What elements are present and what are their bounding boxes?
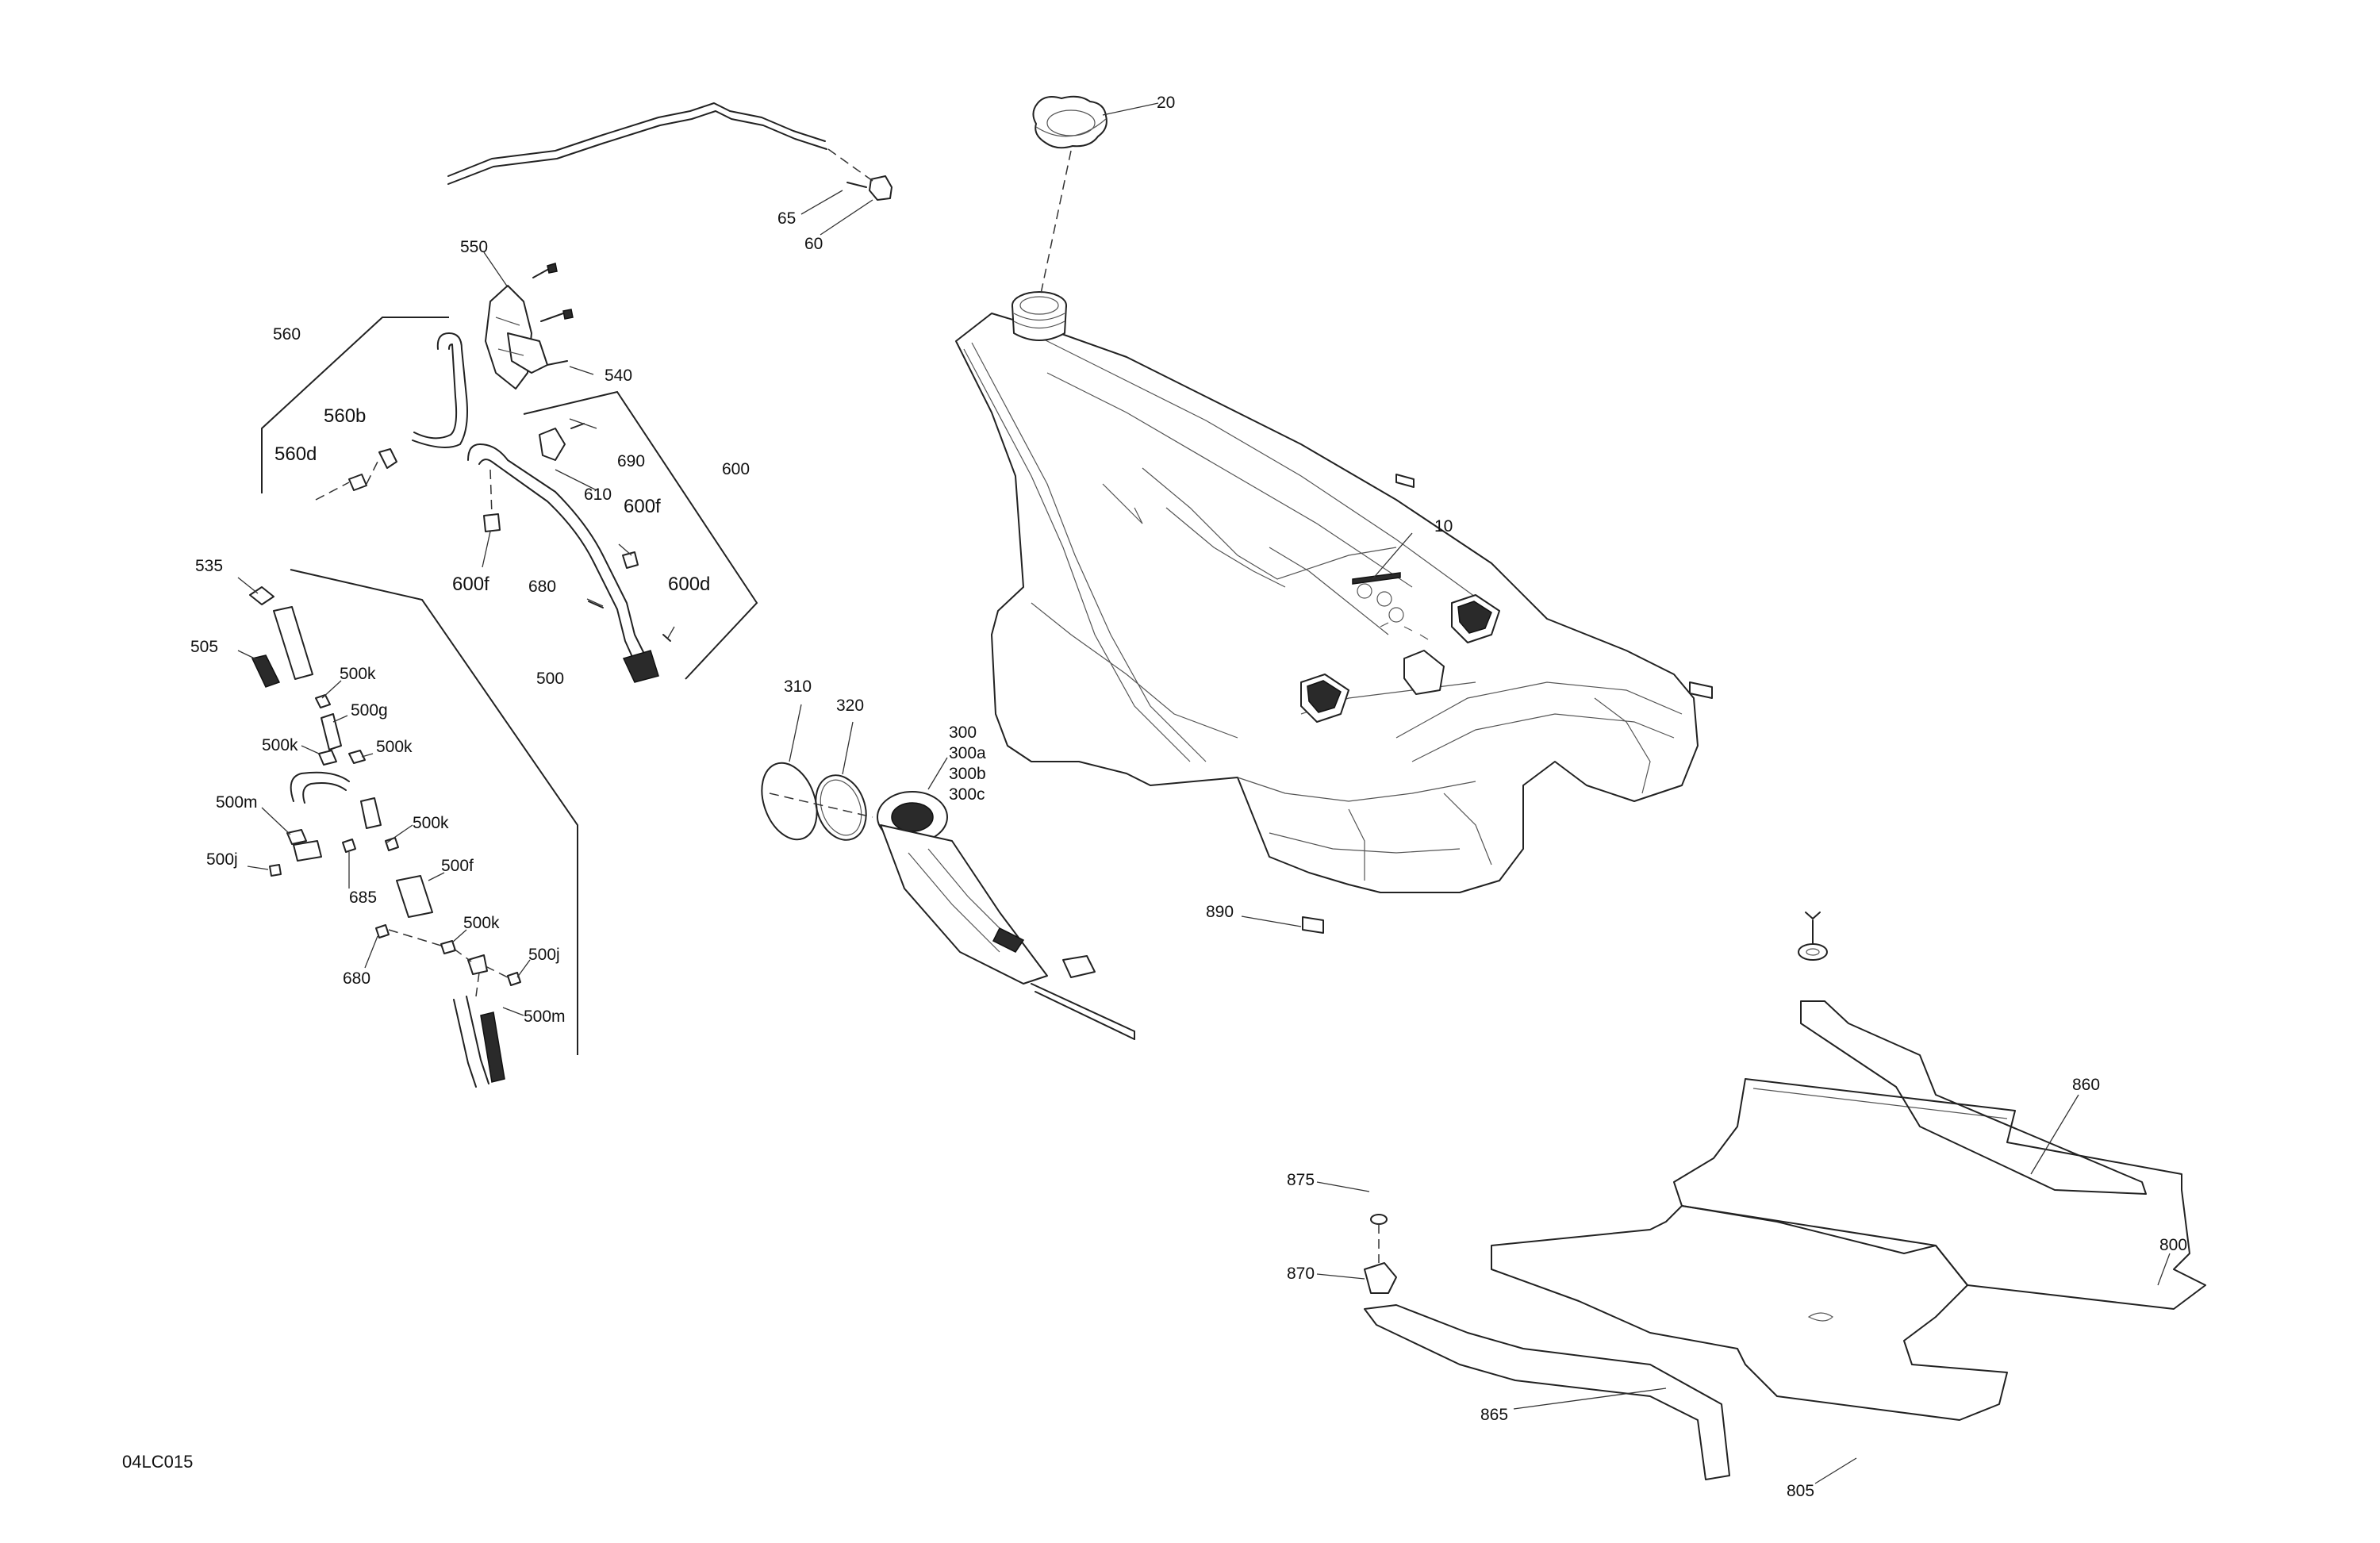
fuel-tank [955,291,1713,934]
callout-500k-3: 500k [376,738,413,756]
fuel-pump [877,791,1135,1040]
callout-500g: 500g [351,701,388,720]
pump-guide-line [769,793,873,818]
callout-540: 540 [605,367,632,385]
fuel-cap [1032,95,1107,149]
callout-500j-right: 500j [528,946,560,964]
hose-560 [315,332,468,501]
gasket-ring [815,774,867,841]
callout-500k-2: 500k [262,736,298,754]
callout-320: 320 [836,697,864,715]
callout-805: 805 [1787,1482,1814,1500]
drawing-code: 04LC015 [122,1452,193,1472]
callout-300a: 300a [949,744,986,762]
skid-plate-805 [1491,1205,2008,1421]
callout-865: 865 [1480,1406,1508,1424]
group-bracket-560 [261,317,449,493]
callout-870: 870 [1287,1265,1315,1283]
evap-canister [485,263,574,390]
callout-500m-lower: 500m [524,1008,566,1026]
callout-505: 505 [190,638,218,656]
callout-60: 60 [804,235,823,253]
callout-600f-bottom: 600f [452,574,489,595]
cap-guide-line [1040,150,1072,294]
callout-600: 600 [722,460,750,478]
bracket-860 [1798,912,2147,1195]
callout-560d: 560d [274,443,317,465]
callout-500: 500 [536,670,564,688]
callout-680-lower: 680 [343,969,370,988]
bracket-865 [1364,1214,1730,1480]
callout-690: 690 [617,452,645,470]
callout-610: 610 [584,486,612,504]
callout-labels: 20 65 60 550 540 560 560b 560d 690 600 6… [122,94,2187,1500]
callout-300b: 300b [949,765,986,783]
group-bracket-500 [290,569,578,1055]
callout-680-upper: 680 [528,578,556,596]
callout-860: 860 [2072,1076,2100,1094]
callout-310: 310 [784,677,812,696]
callout-500f: 500f [441,857,474,875]
callout-685: 685 [349,889,377,907]
hose-600 [467,423,671,683]
callout-600f-top: 600f [624,496,661,517]
callout-500k-1: 500k [340,665,376,683]
callout-875: 875 [1287,1171,1315,1189]
leader-lines [237,102,2171,1484]
callout-65: 65 [777,209,796,228]
callout-500m-upper: 500m [216,793,258,812]
callout-560b: 560b [324,405,366,427]
callout-10: 10 [1434,517,1453,535]
callout-300c: 300c [949,785,985,804]
callout-890: 890 [1206,903,1234,921]
vent-hose [447,102,892,201]
callout-500k-4: 500k [413,814,449,832]
callout-300: 300 [949,724,977,742]
callout-500k-5: 500k [463,914,500,932]
group-bracket-600 [523,390,758,680]
callout-20: 20 [1157,94,1175,112]
retaining-ring [761,762,818,841]
skid-plate-800 [1673,1078,2206,1310]
callout-800: 800 [2159,1236,2187,1254]
fuel-line-assembly [249,586,521,1088]
callout-560: 560 [273,325,301,344]
callout-500j-left: 500j [206,850,238,869]
callout-535: 535 [195,557,223,575]
callout-600d: 600d [668,574,710,595]
callout-550: 550 [460,238,488,256]
